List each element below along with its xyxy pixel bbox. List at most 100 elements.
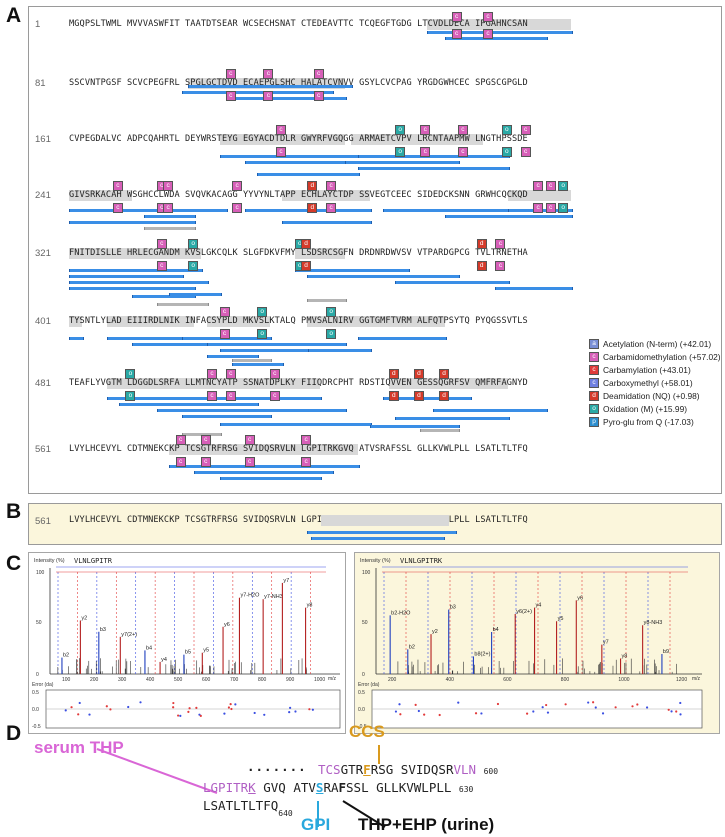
ion-label: b5: [185, 650, 191, 656]
error-point: [667, 708, 670, 711]
error-point: [127, 705, 130, 709]
coverage-highlight: [426, 19, 571, 30]
ion-label: b8(2+): [474, 651, 490, 657]
ion-label: y7(2+): [121, 632, 137, 638]
modification-marker: o: [501, 147, 512, 157]
error-point: [480, 712, 483, 715]
ion-label: y8: [622, 653, 628, 659]
modification-marker: c: [163, 181, 174, 191]
peptide-bar-gray: [420, 429, 460, 432]
peptide-bar: [395, 417, 511, 420]
peptide-bar: [156, 409, 347, 412]
ion-label: y6: [224, 622, 230, 628]
peptide-bar: [144, 215, 197, 218]
modification-marker: c: [269, 391, 280, 401]
peptide-bar-gray: [156, 303, 209, 306]
spectrum-right-error-label: Error (da): [358, 682, 380, 688]
peptide-bar-gray: [307, 299, 347, 302]
modification-marker: d: [439, 391, 450, 401]
x-tick-label: 900: [286, 677, 295, 683]
peptide-bar: [219, 155, 360, 158]
modification-marker: d: [388, 391, 399, 401]
coverage-highlight: [219, 134, 345, 145]
modification-marker: c: [313, 91, 324, 101]
modification-marker: c: [112, 203, 123, 213]
ion-label: y8: [307, 603, 313, 609]
error-point: [308, 708, 311, 711]
error-point: [88, 713, 91, 716]
seq-line-3: LSATLTLTFQ640: [203, 798, 293, 818]
modification-marker: o: [326, 307, 337, 317]
error-point: [636, 703, 639, 706]
legend-item: c Carbamidomethylation (+57.02): [589, 350, 721, 363]
peptide-bar: [69, 209, 228, 212]
modification-marker: d: [301, 239, 312, 249]
coverage-highlight: [388, 378, 509, 389]
error-point: [546, 711, 550, 714]
row-start-number: 481: [35, 378, 51, 389]
peptide-bar: [131, 343, 209, 346]
legend-label: Carbamidomethylation (+57.02): [603, 351, 721, 362]
spectrum-left-error-label: Error (da): [32, 682, 54, 688]
label-ccs: CCS: [349, 722, 385, 741]
peptide-bar: [382, 397, 473, 400]
legend-label: Carboxymethyl (+58.01): [603, 377, 693, 388]
modification-marker: d: [439, 369, 450, 379]
ion-label: y5: [203, 648, 209, 654]
error-point: [172, 701, 175, 705]
row-sequence-text: MGQPSLTWML MVVVASWFIT TAATDTSEAR WCSECHS…: [69, 19, 528, 29]
peptide-bar: [432, 409, 548, 412]
legend-label: Deamidation (NQ) (+0.98): [603, 390, 700, 401]
error-point: [679, 713, 682, 716]
peptide-bar: [181, 91, 335, 94]
coverage-highlight: [69, 248, 201, 259]
modification-marker: c: [175, 457, 186, 467]
error-point: [399, 713, 402, 716]
spectrum-left-peptide: VLNLGPITR: [74, 557, 113, 565]
error-point: [532, 710, 535, 713]
peptide-bar: [232, 97, 347, 100]
error-point: [77, 713, 80, 716]
panel-b-sequence: 561 LVYLHCEVYL CDTMNEKCKP TCSGTRFRSG SVI…: [28, 503, 722, 545]
coverage-highlight: [206, 316, 270, 327]
modification-marker: c: [520, 147, 531, 157]
y-tick-label: 100: [36, 570, 45, 576]
modification-marker: c: [420, 125, 431, 135]
error-point: [199, 714, 202, 717]
row-start-number: 161: [35, 134, 51, 145]
legend-label: Oxidation (M) (+15.99): [603, 403, 688, 414]
ion-label: b2-H2O: [391, 610, 411, 616]
error-point: [263, 713, 266, 716]
peptide-bar: [169, 293, 222, 296]
peptide-bar: [69, 281, 209, 284]
y-tick-label: 0: [36, 672, 39, 678]
error-tick-label: 0.5: [32, 690, 39, 696]
modification-marker: c: [275, 125, 286, 135]
peptide-bar: [232, 363, 285, 366]
error-point: [587, 701, 590, 704]
modification-marker: o: [395, 125, 406, 135]
legend-swatch: c: [589, 351, 599, 362]
peptide-bar: [206, 343, 347, 346]
error-point: [253, 711, 256, 715]
error-point: [438, 713, 441, 717]
coverage-highlight: [282, 190, 371, 201]
error-point: [288, 711, 291, 714]
peptide-bar: [344, 161, 460, 164]
modification-marker: d: [476, 261, 487, 271]
x-tick-label: 500: [174, 677, 183, 683]
error-tick-label: 0.0: [358, 707, 365, 713]
modification-marker: c: [482, 12, 493, 22]
error-point: [474, 712, 478, 715]
peptide-bar: [219, 477, 322, 480]
coverage-highlight: [106, 378, 320, 389]
modification-marker: d: [307, 203, 318, 213]
row-sequence-text: CVPEGDALVC ADPCQAHRTL DEYWRSTEYG EGYACDT…: [69, 134, 528, 144]
seq-line-2: LGPITRK GVQ ATVSRAFSSL GLLKVWLPLL 630: [203, 780, 474, 795]
